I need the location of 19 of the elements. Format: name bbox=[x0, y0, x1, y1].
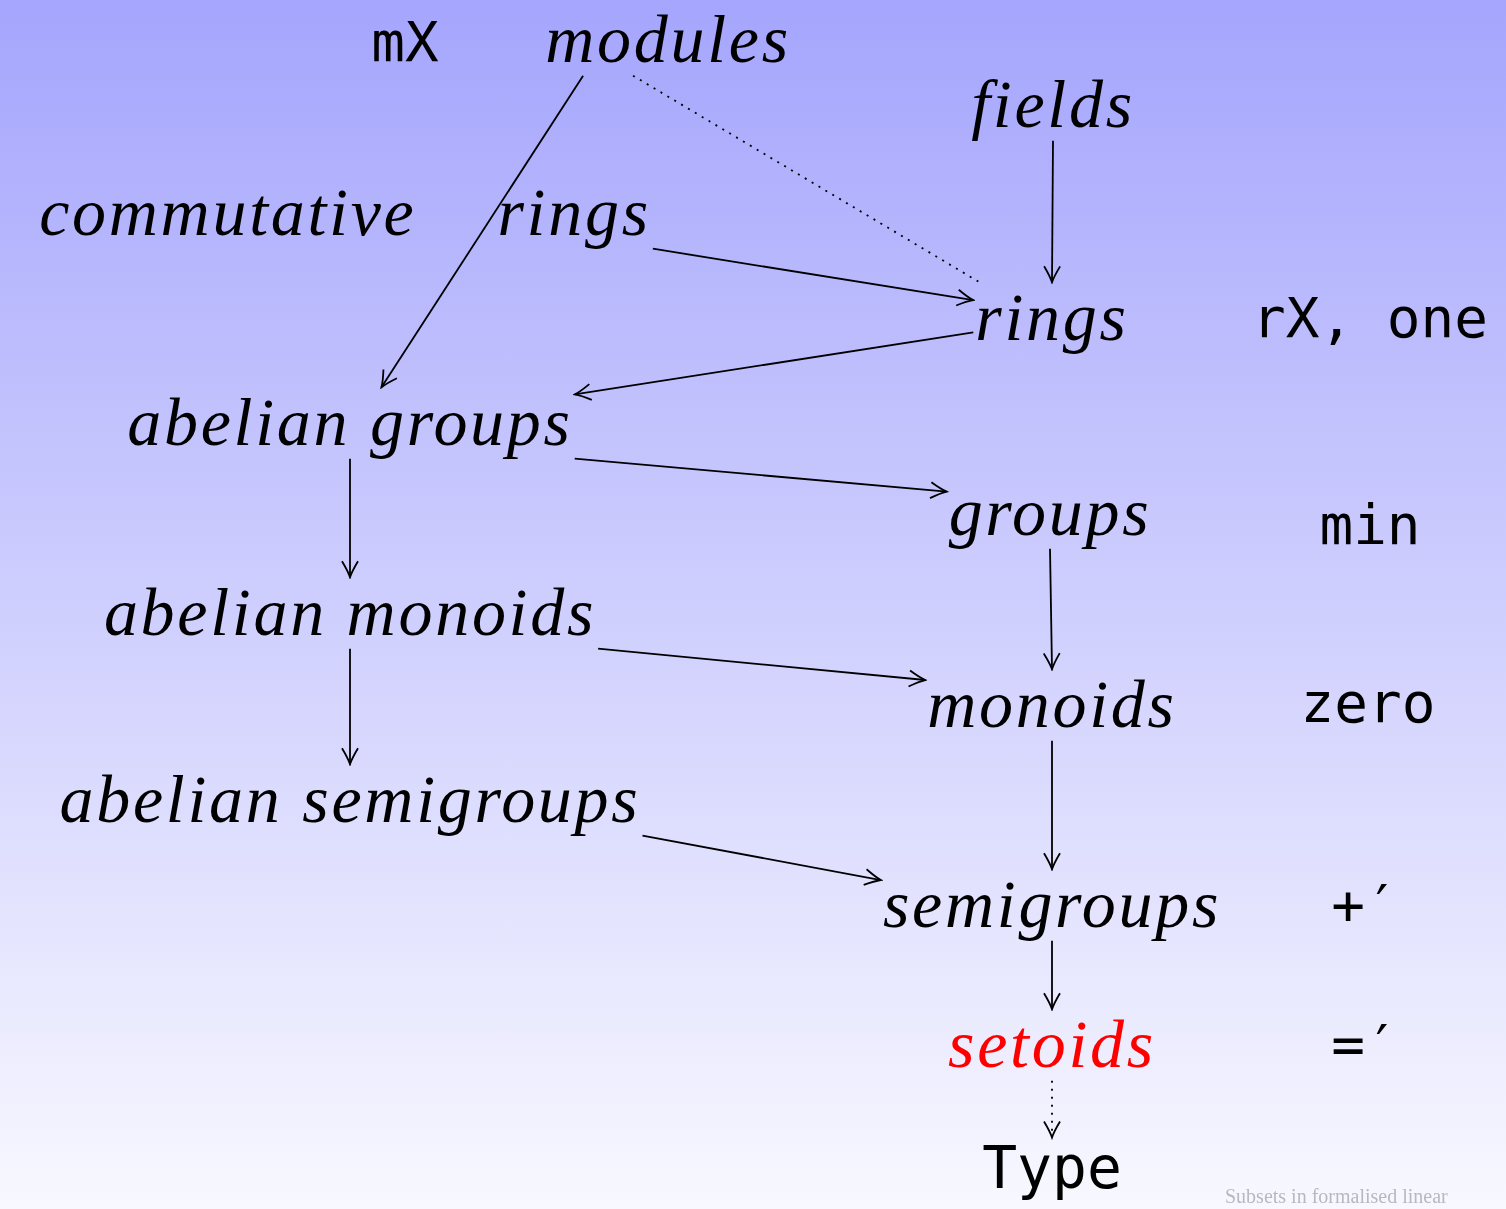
operation-label: mX bbox=[371, 12, 439, 72]
math-label: semigroups bbox=[880, 869, 1224, 941]
operation-label: min bbox=[1319, 495, 1421, 555]
operation-label: zero bbox=[1300, 673, 1436, 733]
highlighted-math-label: setoids bbox=[946, 1009, 1158, 1081]
operation-label: rX, one bbox=[1252, 288, 1488, 348]
math-label: fields bbox=[969, 69, 1137, 141]
type-label: Type bbox=[980, 1137, 1124, 1199]
math-label: commutative rings bbox=[37, 177, 653, 249]
math-label: abelian monoids bbox=[101, 577, 599, 649]
operation-label: =′ bbox=[1331, 1015, 1399, 1075]
footer-text: Subsets in formalised linear bbox=[1225, 1186, 1448, 1206]
math-label: groups bbox=[946, 477, 1154, 549]
math-label: modules bbox=[543, 4, 793, 76]
operation-label: +′ bbox=[1331, 875, 1399, 935]
math-label: rings bbox=[973, 282, 1131, 354]
math-label: abelian groups bbox=[125, 387, 575, 459]
math-label: monoids bbox=[925, 669, 1179, 741]
math-label: abelian semigroups bbox=[57, 764, 643, 836]
